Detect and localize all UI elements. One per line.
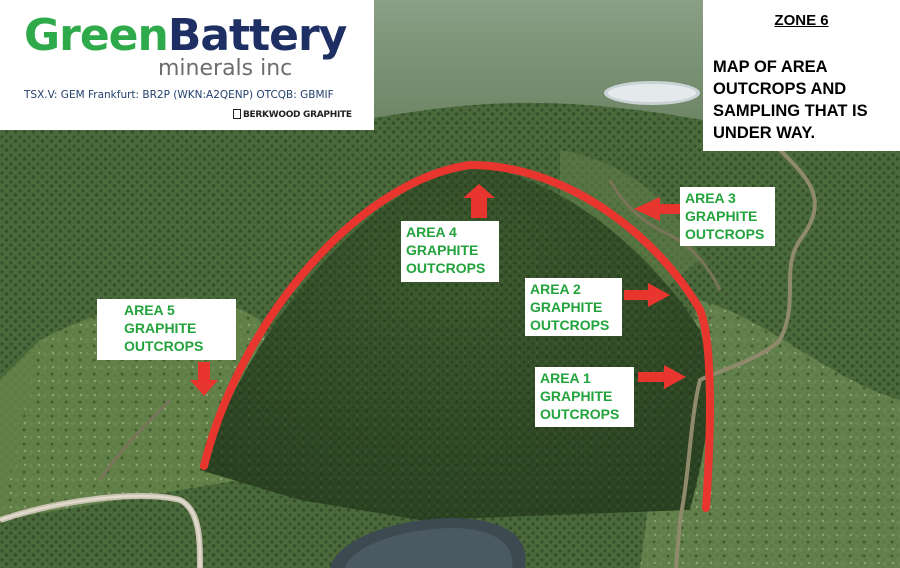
- area-5-label: AREA 5 GRAPHITE OUTCROPS: [97, 299, 236, 360]
- area-1-graphite: GRAPHITE: [540, 388, 613, 404]
- stock-tickers: TSX.V: GEM Frankfurt: BR2P (WKN:A2QENP) …: [24, 89, 334, 101]
- area-2-arrow: [624, 283, 670, 307]
- area-1-arrow: [638, 365, 686, 389]
- area-4-arrow: [463, 184, 495, 218]
- area-1-label: AREA 1 GRAPHITE OUTCROPS: [535, 367, 634, 427]
- area-5-graphite: GRAPHITE: [124, 320, 197, 336]
- area-2-graphite: GRAPHITE: [530, 299, 603, 315]
- area-4-title: AREA 4: [406, 224, 457, 240]
- area-4-graphite: GRAPHITE: [406, 242, 479, 258]
- area-2-label: AREA 2 GRAPHITE OUTCROPS: [525, 278, 622, 336]
- area-1-outcrops: OUTCROPS: [540, 406, 620, 422]
- area-3-graphite: GRAPHITE: [685, 208, 758, 224]
- company-logo: GreenBattery: [24, 14, 347, 58]
- zone-description: MAP OF AREA OUTCROPS AND SAMPLING THAT I…: [713, 58, 868, 142]
- area-4-outcrops: OUTCROPS: [406, 260, 486, 276]
- partner-logo: BERKWOOD GRAPHITE: [233, 109, 352, 120]
- area-3-arrow: [634, 197, 680, 221]
- company-logo-panel: GreenBattery minerals inc TSX.V: GEM Fra…: [0, 0, 374, 130]
- logo-word-battery: Battery: [167, 10, 348, 61]
- logo-subtitle: minerals inc: [158, 56, 293, 81]
- area-3-label: AREA 3 GRAPHITE OUTCROPS: [680, 187, 775, 246]
- area-4-label: AREA 4 GRAPHITE OUTCROPS: [401, 221, 499, 282]
- area-1-title: AREA 1: [540, 370, 591, 386]
- logo-word-green: Green: [24, 10, 169, 61]
- zone-info-panel: ZONE 6 MAP OF AREA OUTCROPS AND SAMPLING…: [703, 0, 900, 151]
- berkwood-mark-icon: [233, 109, 241, 119]
- area-5-title: AREA 5: [124, 302, 175, 318]
- partner-name: BERKWOOD GRAPHITE: [243, 110, 352, 120]
- area-5-outcrops: OUTCROPS: [124, 338, 204, 354]
- zone-title: ZONE 6: [774, 12, 829, 29]
- area-3-outcrops: OUTCROPS: [685, 226, 765, 242]
- area-2-outcrops: OUTCROPS: [530, 317, 610, 333]
- area-2-title: AREA 2: [530, 281, 581, 297]
- area-5-arrow: [190, 362, 218, 396]
- area-3-title: AREA 3: [685, 190, 736, 206]
